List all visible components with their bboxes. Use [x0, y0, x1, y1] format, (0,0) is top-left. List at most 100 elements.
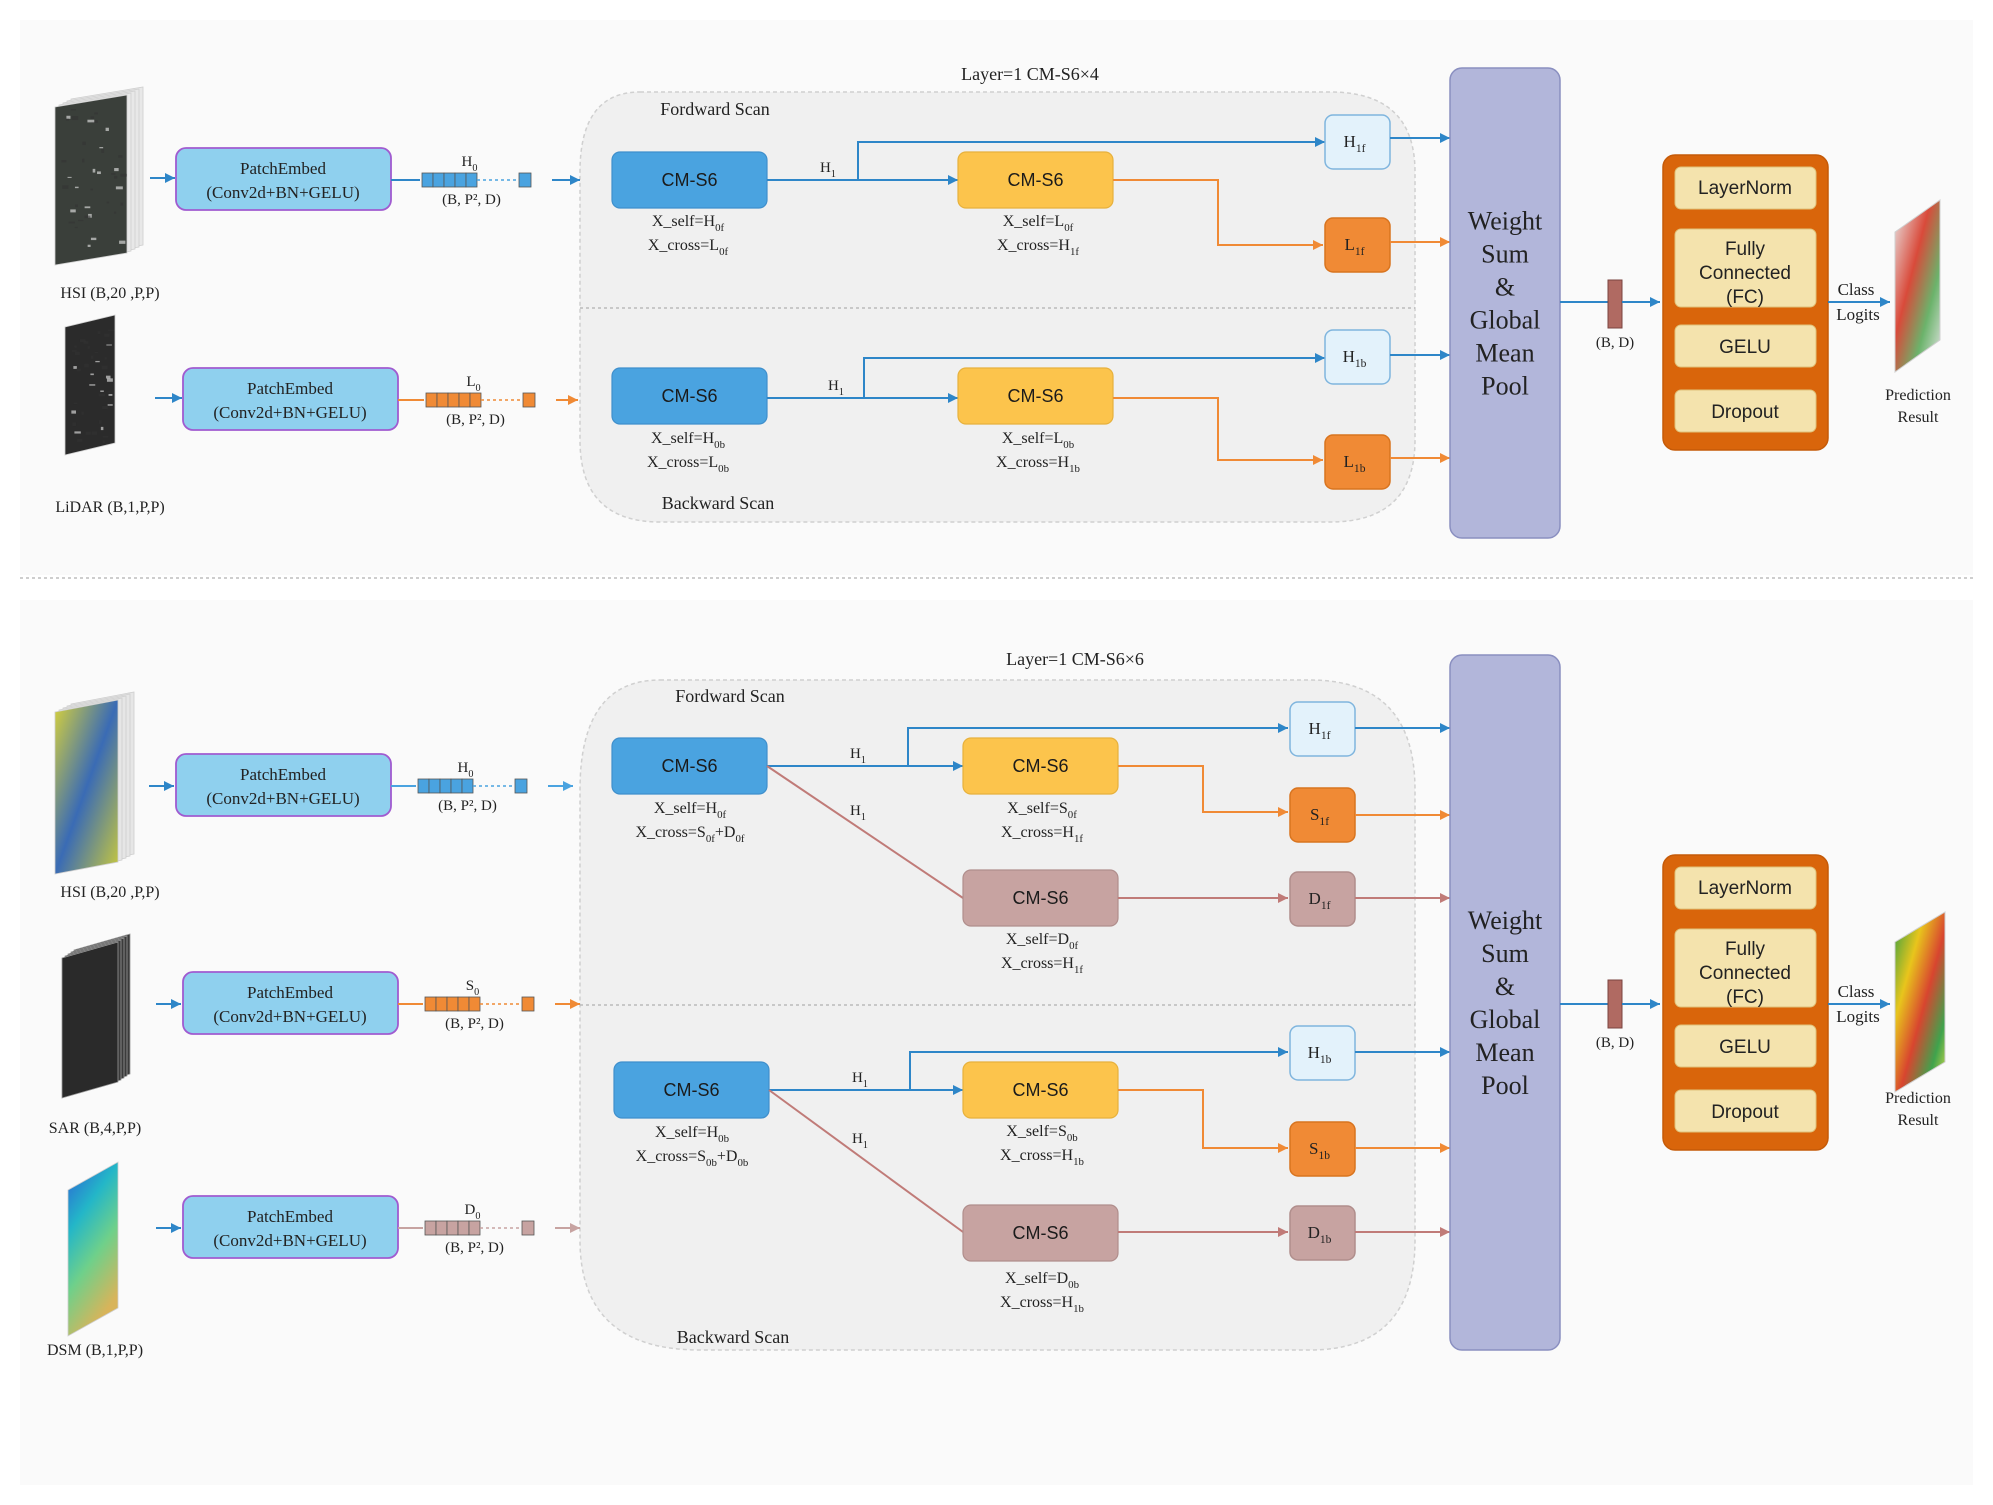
sar-bottom-token-name-main: S: [466, 978, 474, 994]
bottom-forward-h1-line: [767, 727, 1288, 767]
top-backward-out1-label-sub: 1b: [1355, 357, 1367, 370]
sar-bottom-token-last: [521, 996, 535, 1012]
hsi-top-token-name-sub: 0: [472, 163, 477, 174]
lidar-top-token-shape: (B, P², D): [446, 412, 505, 428]
top-forward-out2-label: L1f: [1344, 235, 1364, 258]
hsi-bottom-token-shape: (B, P², D): [438, 798, 497, 814]
bottom-backward-cm3-cross-main: X_cross=H: [1000, 1294, 1073, 1311]
bottom-backward-cm1-self: X_self=H0b: [655, 1124, 730, 1145]
bottom-forward-out1-label-sub: 1f: [1321, 729, 1331, 742]
bottom-forward-out1-to-pool-arrowhead: [1440, 723, 1450, 733]
hsi-top-token-2: [443, 172, 456, 188]
top-bd-label: (B, D): [1596, 335, 1634, 351]
hsi-bottom-patch-embed-line2: (Conv2d+BN+GELU): [206, 789, 359, 808]
top-head-gelu: [1674, 324, 1817, 368]
top-forward-h1-label-sub: 1: [831, 169, 836, 180]
hsi-top-in-arrowhead: [165, 173, 175, 183]
hsi-top-token-1: [432, 172, 445, 188]
top-head-fc-line3: (FC): [1726, 287, 1764, 308]
bottom-backward-out2-label-sub: 1b: [1318, 1149, 1330, 1162]
dsm-bottom-token-name-sub: 0: [475, 1211, 480, 1222]
bottom-forward-out1-label: H1f: [1309, 719, 1331, 742]
bottom-backward-h1-label-2-sub: 1: [863, 1140, 868, 1151]
hsi-top-patch-embed-line1: PatchEmbed: [240, 159, 326, 178]
bottom-forward-h1-to-cm3: [766, 765, 964, 899]
bottom-backward-label: Backward Scan: [677, 1327, 789, 1347]
bottom-forward-out2-label: S1f: [1310, 805, 1329, 828]
top-pool-line-4: Mean: [1475, 339, 1534, 368]
bottom-scan-panel: [579, 679, 1416, 1351]
bottom-bd-token: [1607, 979, 1623, 1029]
bottom-backward-cm3-cross: X_cross=H1b: [1000, 1294, 1084, 1315]
bottom-forward-label: Fordward Scan: [675, 686, 784, 706]
top-forward-h1-to-cm2-arrowhead: [948, 175, 958, 185]
bottom-forward-cm2-self: X_self=S0f: [1007, 800, 1077, 821]
hsi-bottom-token-name-sub: 0: [468, 769, 473, 780]
top-forward-cm1-cross-sub: 0f: [719, 246, 728, 258]
top-bd-token: [1607, 279, 1623, 329]
dsm-bottom-patch-embed-line1: PatchEmbed: [247, 1207, 333, 1226]
top-forward-h1-label: H1: [820, 160, 836, 180]
bottom-backward-cm1-cross: X_cross=S0b+D0b: [636, 1148, 749, 1169]
bottom-forward-cm1-self-main: X_self=H: [654, 800, 718, 817]
bottom-backward-cm2-label: CM-S6: [1012, 1080, 1068, 1100]
top-class-label: Class: [1838, 280, 1875, 299]
top-head-layernorm: [1674, 166, 1817, 210]
bottom-forward-cm3-out-arrowhead: [1278, 893, 1288, 903]
hsi-top-token-0: [421, 172, 434, 188]
bottom-backward-cm1-cross-sub2: 0b: [737, 1157, 748, 1169]
bottom-backward-out2-label-main: S: [1309, 1139, 1318, 1158]
sar-bottom-token-name-sub: 0: [474, 987, 479, 998]
top-head-out-arrowhead: [1880, 297, 1890, 307]
top-backward-cm2-out: [1113, 397, 1323, 461]
lidar-top-token-name-sub: 0: [476, 383, 481, 394]
top-forward-h1-label-main: H: [820, 160, 831, 176]
hsi-bottom-token-name-main: H: [458, 760, 469, 776]
top-forward-cm1-cross: X_cross=L0f: [648, 237, 729, 258]
dsm-bottom-in-arrowhead: [171, 1223, 181, 1233]
hsi-top-token-4: [465, 172, 478, 188]
bottom-forward-out2-to-pool-arrowhead: [1440, 810, 1450, 820]
bottom-forward-cm1-label: CM-S6: [661, 756, 717, 776]
dsm-bottom-token-1: [435, 1220, 448, 1236]
bottom-forward-cm3-cross: X_cross=H1f: [1001, 955, 1083, 976]
lidar-top-token-3: [458, 392, 471, 408]
bottom-backward-cm2-cross-main: X_cross=H: [1000, 1147, 1073, 1164]
top-backward-out2-label-sub: 1b: [1354, 462, 1366, 475]
top-backward-out2-label: L1b: [1344, 452, 1366, 475]
top-forward-out2-to-pool-arrowhead: [1440, 237, 1450, 247]
bottom-backward-out2-label: S1b: [1309, 1139, 1330, 1162]
top-forward-cm2-cross-sub: 1f: [1070, 246, 1079, 258]
hsi-input-label-bottom: HSI (B,20 ,P,P): [60, 884, 159, 901]
lidar-top-to-scan-arrowhead: [568, 395, 578, 405]
top-backward-cm2-self-sub: 0b: [1063, 439, 1074, 451]
top-backward-out1-to-pool-arrowhead: [1440, 350, 1450, 360]
bottom-forward-h1-label-2: H1: [850, 803, 866, 823]
top-forward-out2-label-sub: 1f: [1355, 245, 1365, 258]
top-forward-out1-label-main: H: [1344, 132, 1356, 151]
top-backward-cm1-cross-main: X_cross=L: [647, 454, 718, 471]
bottom-forward-h1-line-arrowhead: [1278, 723, 1288, 733]
bottom-backward-cm2-cross: X_cross=H1b: [1000, 1147, 1084, 1168]
bottom-forward-cm2-label: CM-S6: [1012, 756, 1068, 776]
top-forward-cm2-self: X_self=L0f: [1003, 213, 1074, 234]
bottom-forward-cm1-cross-sub: 0f: [706, 833, 715, 845]
top-forward-cm1-self-sub: 0f: [715, 222, 724, 234]
top-backward-cm2-self-main: X_self=L: [1002, 430, 1063, 447]
top-forward-cm1-cross-main: X_cross=L: [648, 237, 719, 254]
bottom-head-layernorm: [1674, 866, 1817, 910]
bottom-prediction-thumbnail: [1894, 911, 1946, 1093]
top-forward-label: Fordward Scan: [660, 99, 769, 119]
bottom-layer-title: Layer=1 CM-S6×6: [1006, 649, 1144, 669]
dsm-bottom-patch-embed-line2: (Conv2d+BN+GELU): [213, 1231, 366, 1250]
bottom-head-gelu-label: GELU: [1719, 1037, 1771, 1058]
bottom-forward-cm3-self: X_self=D0f: [1006, 931, 1079, 952]
sar-input-label: SAR (B,4,P,P): [49, 1120, 141, 1137]
top-backward-cm1-self: X_self=H0b: [651, 430, 726, 451]
top-pool-line-0: Weight: [1468, 207, 1543, 236]
bottom-forward-cm2-out: [1118, 765, 1288, 813]
bottom-pool-line-5: Pool: [1481, 1071, 1529, 1100]
bottom-backward-cm3-self: X_self=D0b: [1005, 1270, 1080, 1291]
top-forward-out2: [1324, 217, 1391, 273]
bottom-forward-out1-label-main: H: [1309, 719, 1321, 738]
